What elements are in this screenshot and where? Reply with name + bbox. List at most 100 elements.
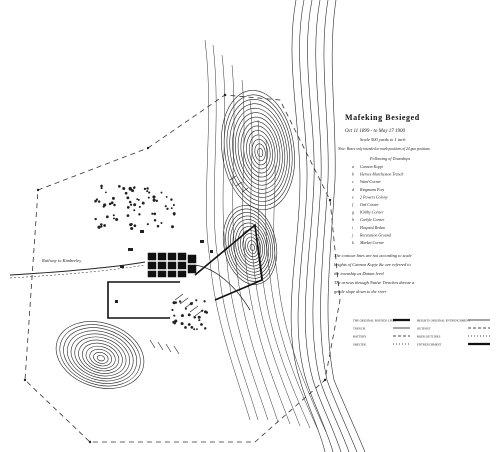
tree-dot <box>94 199 97 203</box>
forts-heading: Following of Townships <box>369 156 410 161</box>
fort-name: Ward Corner <box>360 179 381 184</box>
tree-dot <box>146 187 149 190</box>
tree-dot <box>126 206 130 209</box>
fort-letter: f <box>352 202 354 207</box>
legend-label: BOER OUTLINES <box>417 335 441 339</box>
fort-letter: k <box>352 240 354 245</box>
tree-dot <box>172 203 175 207</box>
tree-dot <box>112 217 115 220</box>
railway-label: Railway to Kimberley <box>41 258 81 263</box>
contour-ring <box>63 327 138 384</box>
contour-ring <box>221 90 295 210</box>
map-scale: Scale 500 yards to 1 inch <box>360 137 406 142</box>
tree-dot <box>94 217 97 221</box>
tree-dot <box>184 307 187 310</box>
hill-contours-southwest <box>55 321 145 389</box>
tree-dot <box>166 207 169 210</box>
contour-ring <box>81 342 120 372</box>
contour-ring <box>235 112 283 190</box>
fort-letter: a <box>352 164 354 169</box>
fort-letter: j <box>351 232 354 237</box>
tree-dot <box>118 185 121 188</box>
tree-dot <box>143 187 147 191</box>
tree-dot <box>187 323 191 326</box>
fort-name: Hospital Redan <box>359 225 385 230</box>
tree-dot <box>184 326 187 329</box>
town-boundary <box>107 223 263 319</box>
slope-contours <box>204 39 327 433</box>
scattered-structures <box>115 230 213 303</box>
tree-dot <box>153 212 157 216</box>
tree-dot <box>146 190 149 193</box>
contour-ring <box>78 339 123 374</box>
fort-letter: b <box>352 172 354 177</box>
tree-dot <box>124 191 128 195</box>
tree-dot <box>100 225 103 228</box>
tree-dot <box>105 215 109 219</box>
contour-ring <box>247 240 257 254</box>
tree-dot <box>203 300 206 303</box>
legend-label: OUTPOST <box>417 327 431 331</box>
tree-dot <box>105 191 107 194</box>
tree-dot <box>164 205 167 208</box>
contour-note-line: heights of Cannon Kopje &c are referred … <box>334 262 412 267</box>
perimeter-marks <box>23 93 332 444</box>
contour-note-line: The arrows through Native Trenches denot… <box>334 280 415 285</box>
contour-ring <box>243 125 276 178</box>
tree-dot <box>156 224 160 228</box>
contour-ring <box>237 116 281 186</box>
tree-dot <box>97 200 101 203</box>
tree-dot <box>198 319 201 322</box>
contour-ring <box>240 121 278 182</box>
tree-dot <box>196 328 198 331</box>
tree-dot <box>97 225 101 229</box>
contour-ring <box>227 212 274 279</box>
contour-ring <box>222 205 278 285</box>
tree-dot <box>146 223 149 226</box>
tree-dot <box>133 209 136 212</box>
trench-arrows <box>149 175 249 355</box>
contour-ring <box>246 130 273 174</box>
tree-dot <box>111 196 115 200</box>
fort-letter: d <box>352 187 355 192</box>
fort-letter: h <box>352 217 354 222</box>
legend-label: THE ORIGINAL BOUNDS LINES <box>353 319 397 323</box>
tree-dot <box>151 212 154 215</box>
tree-dot <box>197 315 201 319</box>
tree-dot <box>165 195 168 198</box>
contour-ring <box>59 324 141 387</box>
tree-dot <box>100 187 103 190</box>
legend-label: BATTERY <box>353 335 367 339</box>
contour-ring <box>70 333 130 379</box>
tree-dot <box>95 198 99 201</box>
contour-ring <box>249 243 255 251</box>
legend-label: HEIGHTS ORIGINAL ENTRENCHMENT <box>417 319 470 323</box>
tree-dot <box>155 199 158 202</box>
tree-dot <box>113 203 116 207</box>
tree-dot <box>128 186 132 190</box>
tree-dot <box>136 198 139 201</box>
tree-dot <box>160 221 163 224</box>
fort-name: Recreation Ground <box>359 232 392 237</box>
tree-dot <box>173 322 176 325</box>
contour-ring <box>232 107 286 194</box>
contour-ring <box>257 147 264 158</box>
tree-dot <box>133 224 137 228</box>
contour-ring <box>232 219 269 273</box>
tree-dot <box>187 313 191 317</box>
tree-dot <box>170 198 173 201</box>
contour-ring <box>66 330 134 382</box>
contour-ring <box>248 134 271 170</box>
tree-dot <box>205 311 209 314</box>
tree-dot <box>170 225 174 229</box>
fort-name: Carlyle Corner <box>360 217 385 222</box>
tree-dot <box>102 205 105 208</box>
tree-dot <box>131 189 134 193</box>
tree-dot <box>115 217 119 222</box>
contour-ring <box>55 321 145 389</box>
contour-ring <box>74 336 127 377</box>
tree-dot <box>129 223 132 227</box>
tree-dot <box>193 316 196 319</box>
railway <box>9 261 251 311</box>
